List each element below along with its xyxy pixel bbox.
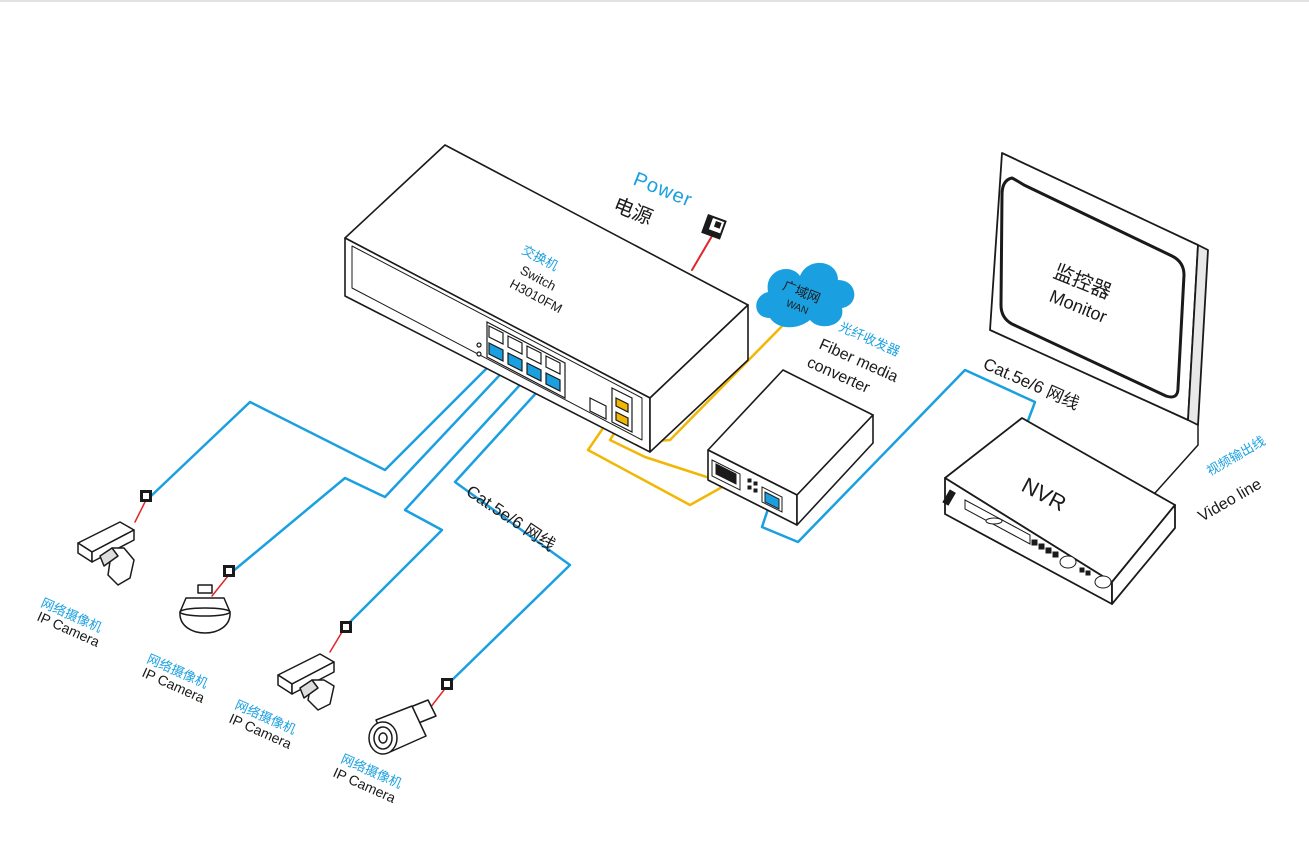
box-camera-icon <box>77 521 135 586</box>
video-line-label-cn: 视频输出线 <box>1204 433 1268 479</box>
fiber-converter-device <box>707 369 874 526</box>
ethernet-cable-camera-2 <box>230 360 514 574</box>
ethernet-cable-camera-4 <box>446 378 572 686</box>
power-outlet <box>701 214 727 240</box>
dome-camera-icon <box>179 584 231 634</box>
power-cable <box>691 235 713 271</box>
video-line-label-en: Video line <box>1196 476 1265 526</box>
ethernet-cable-camera-3 <box>343 372 532 629</box>
box-camera-icon <box>277 653 335 711</box>
camera-3 <box>277 653 335 711</box>
cloud-icon <box>756 262 855 328</box>
fiber-converter-label: 光纤收发器 Fiber media converter <box>804 319 902 397</box>
cable-label-cameras: Cat.5e/6 网线 <box>463 482 559 555</box>
fiber-converter-ports <box>711 459 783 513</box>
nvr-front-panel <box>942 489 1112 589</box>
camera-connectors <box>140 490 453 690</box>
power-label-cn: 电源 <box>610 192 656 229</box>
camera-1 <box>77 521 135 586</box>
switch-ports <box>476 321 633 433</box>
camera-4 <box>368 699 437 755</box>
monitor-device <box>989 152 1209 426</box>
ethernet-cable-nvr <box>760 368 1037 544</box>
bullet-camera-icon <box>368 699 437 755</box>
ethernet-cable-camera-1 <box>148 358 497 499</box>
camera-2 <box>179 584 231 634</box>
wan-cloud: 广域网 WAN <box>756 262 855 328</box>
